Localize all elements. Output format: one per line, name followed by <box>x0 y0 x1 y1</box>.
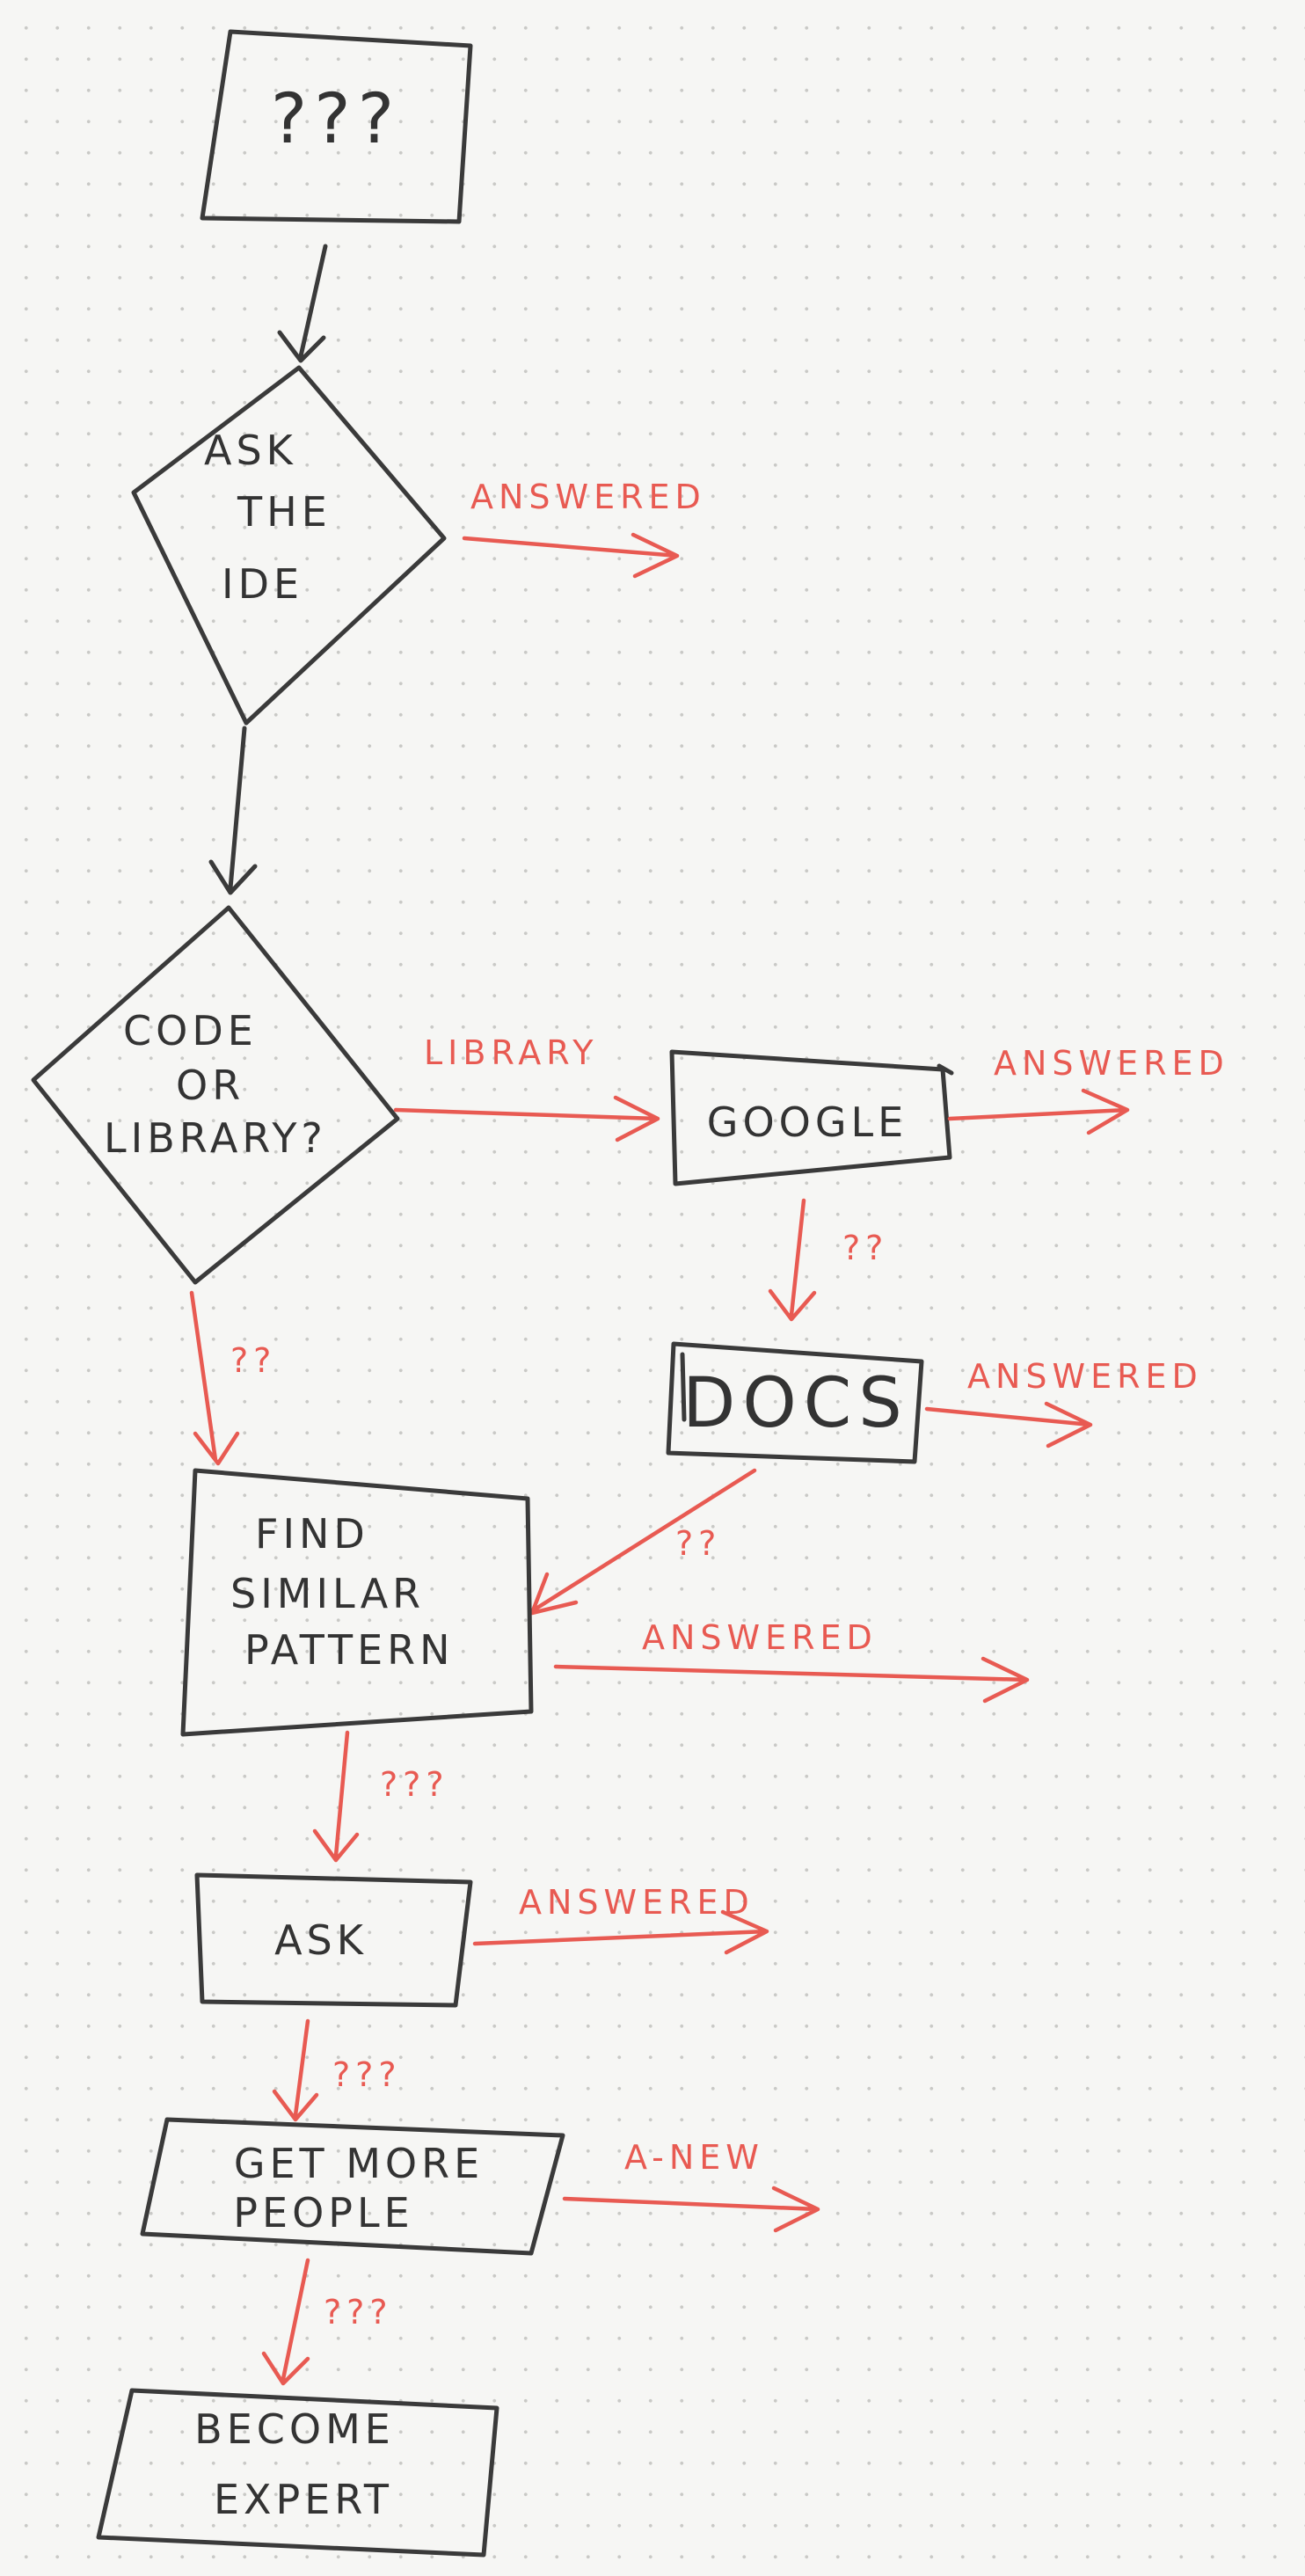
arrow-ask-to-people <box>272 2018 319 2122</box>
people-to-expert-label: ??? <box>324 2293 393 2332</box>
arrow-ide-answered <box>462 532 680 579</box>
find-answered-label: ANSWERED <box>642 1618 878 1657</box>
google-label: GOOGLE <box>707 1098 908 1146</box>
arrow-docs-answered <box>924 1401 1093 1449</box>
people-result-label: A-NEW <box>624 2138 764 2177</box>
arrow-ide-to-code <box>208 726 258 895</box>
arrow-docs-to-find <box>529 1468 757 1616</box>
ask-ide-answered-label: ANSWERED <box>470 478 706 516</box>
ask-ide-line3: IDE <box>222 560 303 608</box>
code-or-library-line2: OR <box>176 1062 244 1109</box>
get-more-people-line1: GET MORE <box>234 2140 484 2187</box>
google-answered-label: ANSWERED <box>994 1044 1229 1083</box>
docs-answered-label: ANSWERED <box>967 1357 1203 1396</box>
docs-to-find-label: ?? <box>675 1524 721 1563</box>
ask-to-people-label: ??? <box>332 2055 402 2094</box>
docs-label: DOCS <box>682 1364 908 1443</box>
get-more-people-box <box>140 2117 565 2256</box>
arrow-start-to-ide <box>277 244 328 363</box>
get-more-people-line2: PEOPLE <box>233 2189 413 2237</box>
ask-answered-label: ANSWERED <box>519 1883 755 1922</box>
google-box <box>669 1049 954 1186</box>
docs-box <box>666 1341 924 1464</box>
arrow-find-to-ask <box>312 1730 360 1863</box>
become-expert-box <box>96 2388 499 2558</box>
find-similar-box <box>180 1468 534 1737</box>
code-or-library-line1: CODE <box>123 1007 258 1054</box>
find-similar-line1: FIND <box>255 1510 369 1558</box>
code-or-library-line3: LIBRARY? <box>104 1114 327 1162</box>
arrow-code-to-google <box>393 1095 660 1142</box>
ask-ide-line2: THE <box>237 488 332 536</box>
arrow-people-result <box>562 2186 820 2233</box>
ask-box <box>194 1872 473 2008</box>
ask-label: ASK <box>274 1916 368 1964</box>
code-or-library-diamond <box>31 905 400 1285</box>
code-to-find-label: ?? <box>230 1341 276 1380</box>
arrow-ask-answered <box>472 1909 769 1955</box>
library-edge-label: LIBRARY <box>424 1033 599 1072</box>
find-to-ask-label: ??? <box>380 1765 449 1804</box>
become-expert-line2: EXPERT <box>214 2476 393 2523</box>
ask-ide-line1: ASK <box>204 427 297 474</box>
ask-ide-diamond <box>131 365 447 726</box>
arrow-google-answered <box>947 1088 1130 1135</box>
find-similar-line3: PATTERN <box>244 1626 455 1674</box>
google-to-docs-label: ?? <box>842 1229 888 1267</box>
arrow-people-to-expert <box>261 2258 310 2386</box>
find-similar-line2: SIMILAR <box>230 1570 425 1617</box>
become-expert-line1: BECOME <box>194 2405 395 2453</box>
arrow-google-to-docs <box>768 1198 817 1322</box>
start-label: ??? <box>271 80 401 159</box>
start-box <box>200 29 473 224</box>
arrow-find-answered <box>553 1656 1030 1704</box>
arrow-code-to-find <box>189 1290 240 1466</box>
